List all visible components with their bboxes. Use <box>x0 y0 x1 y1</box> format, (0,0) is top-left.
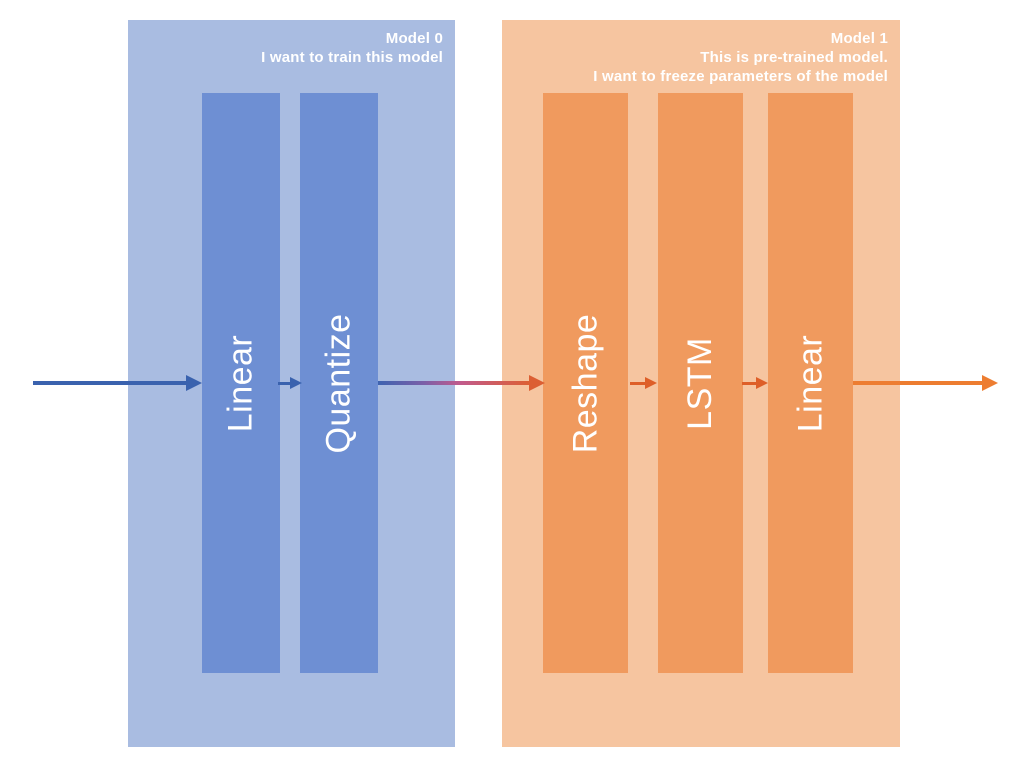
arrow-lstm-to-linear-shaft <box>742 381 756 385</box>
model1-title: Model 1 <box>830 30 888 47</box>
model0-title: Model 0 <box>385 30 443 47</box>
arrow-linear-to-quantize-shaft <box>278 381 290 385</box>
model1-subtitle-line1: This is pre-trained model. <box>700 49 888 66</box>
block-quantize: Quantize <box>300 93 378 673</box>
output-arrow-icon <box>853 375 998 391</box>
block-lstm: LSTM <box>658 93 743 673</box>
block-quantize-label: Quantize <box>319 312 358 454</box>
block-linear-model1-label: Linear <box>791 334 830 432</box>
block-linear-model1: Linear <box>768 93 853 673</box>
arrow-lstm-to-linear-icon <box>742 375 768 391</box>
input-arrow-head <box>186 375 202 391</box>
arrow-reshape-to-lstm-head <box>645 377 657 389</box>
arrow-reshape-to-lstm-shaft <box>630 381 645 385</box>
block-linear-model0-label: Linear <box>221 334 260 432</box>
arrow-linear-to-quantize-head <box>290 377 302 389</box>
model0-to-model1-arrow-shaft <box>378 381 529 385</box>
arrow-reshape-to-lstm-icon <box>630 375 657 391</box>
model0-to-model1-arrow-head <box>529 375 545 391</box>
model0-to-model1-arrow-icon <box>378 375 545 391</box>
output-arrow-head <box>982 375 998 391</box>
model0-subtitle: I want to train this model <box>261 49 443 66</box>
block-linear-model0: Linear <box>202 93 280 673</box>
input-arrow-shaft <box>33 381 186 385</box>
input-arrow-icon <box>33 375 202 391</box>
model0-title-block: Model 0 I want to train this model <box>136 29 443 67</box>
arrow-lstm-to-linear-head <box>756 377 768 389</box>
block-lstm-label: LSTM <box>681 336 719 430</box>
output-arrow-shaft <box>853 381 982 385</box>
model1-title-block: Model 1 This is pre-trained model. I wan… <box>510 29 888 86</box>
block-reshape-label: Reshape <box>566 313 605 453</box>
block-reshape: Reshape <box>543 93 628 673</box>
model1-subtitle-line2: I want to freeze parameters of the model <box>593 68 888 85</box>
arrow-linear-to-quantize-icon <box>278 375 302 391</box>
